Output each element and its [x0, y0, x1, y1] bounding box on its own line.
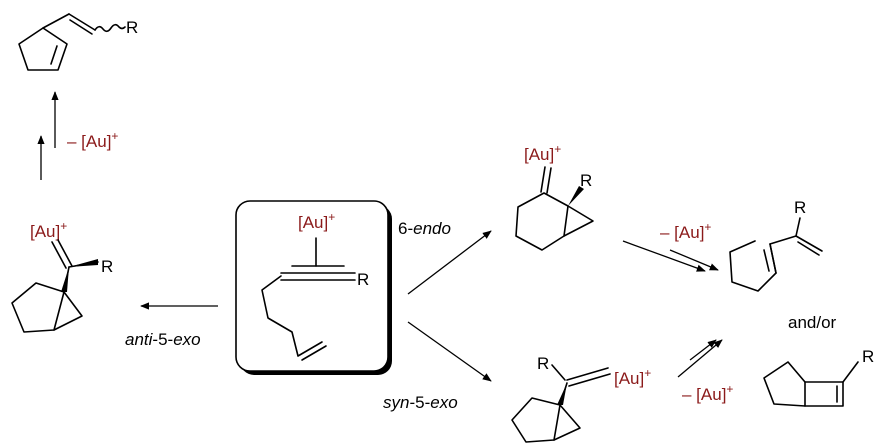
gold-cation-label: [Au]+	[614, 366, 651, 388]
gold-cation-label: [Au]+	[298, 210, 335, 232]
gold-cation-label: [Au]+	[30, 219, 67, 241]
bridgehead-wedge	[557, 383, 567, 405]
substituent-r: R	[580, 171, 592, 190]
substituent-r: R	[794, 198, 806, 217]
substituent-r: R	[862, 347, 874, 366]
bridgehead-wedge	[61, 267, 69, 292]
endo-label: 6-endo	[398, 219, 451, 238]
syn-exo-intermediate: R [Au]+	[511, 354, 651, 443]
substituent-r: R	[126, 18, 138, 37]
arrow-syn-to-product-2	[689, 339, 717, 361]
substituent-r: R	[537, 354, 549, 373]
substituent-r: R	[101, 257, 113, 276]
arrow-endo-to-product-2	[669, 249, 719, 271]
arrow-syn-exo	[407, 321, 492, 382]
conjunction-text: and/or	[788, 313, 837, 332]
cyclobutene-product: R	[763, 347, 874, 407]
diene-product-top: R	[18, 13, 138, 71]
gold-loss-label: – [Au]+	[682, 382, 733, 404]
arrow-endo	[407, 230, 492, 295]
gold-cation-label: [Au]+	[524, 142, 561, 164]
syn-exo-label: syn-5-exo	[383, 393, 458, 412]
substrate-box: [Au]+ R	[235, 200, 392, 375]
anti-exo-label: anti-5-exo	[125, 330, 201, 349]
substituent-r: R	[357, 270, 369, 289]
endo-intermediate: [Au]+ R	[515, 142, 594, 251]
gold-loss-label: – [Au]+	[67, 129, 118, 151]
anti-exo-intermediate: [Au]+ R	[11, 219, 113, 333]
arrow-endo-to-product-1	[622, 240, 706, 272]
arrow-syn-to-product-1	[677, 339, 723, 378]
gold-loss-label: – [Au]+	[660, 220, 711, 242]
wedge-bond	[568, 186, 584, 206]
wedge-bond	[69, 259, 98, 267]
diene-product-right: R	[729, 198, 823, 292]
